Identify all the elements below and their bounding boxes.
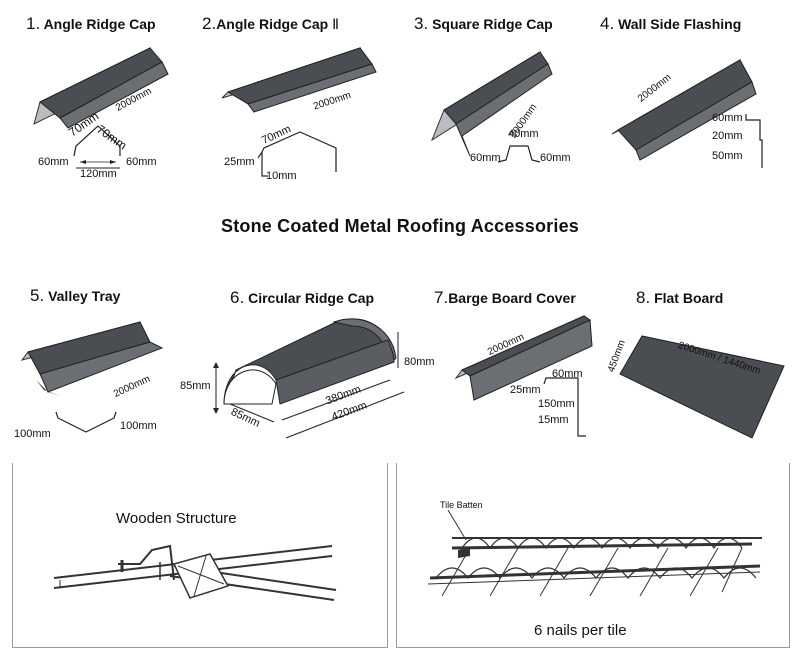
wooden-structure-drawing (53, 544, 337, 601)
tile-batten-drawing (427, 509, 762, 597)
item-6-title: 6. Circular Ridge Cap (230, 288, 374, 308)
item-7-number: 7. (434, 288, 449, 307)
page-heading: Stone Coated Metal Roofing Accessories (220, 216, 579, 236)
item-6-name: Circular Ridge Cap (248, 290, 375, 306)
item-1-lip-a: 60mm (38, 156, 69, 168)
item-7-face: 150mm (538, 398, 575, 410)
item-1-name: Angle Ridge Cap (43, 16, 156, 32)
item-6-height: 85mm (180, 380, 211, 392)
item-6-end: 80mm (404, 356, 435, 368)
wooden-structure-caption: Wooden Structure (116, 510, 237, 527)
item-1-base: 120mm (80, 168, 117, 180)
angle-ridge-cap-2-drawing (221, 47, 377, 177)
item-7-title: 7.Barge Board Cover (434, 288, 576, 308)
item-1-title: 1. Angle Ridge Cap (26, 14, 156, 34)
item-3-lip-a: 60mm (470, 152, 501, 164)
circular-ridge-cap-drawing (213, 318, 405, 439)
item-4-b: 20mm (712, 130, 743, 142)
wall-side-flashing-drawing (611, 58, 763, 168)
nails-per-tile-caption: 6 nails per tile (534, 622, 627, 639)
item-3-number: 3. (414, 14, 429, 33)
item-8-name: Flat Board (654, 290, 724, 306)
flat-board-drawing (619, 335, 785, 439)
item-3-title: 3. Square Ridge Cap (414, 14, 553, 34)
angle-ridge-cap-drawing (33, 46, 169, 169)
item-2-lip: 25mm (224, 156, 255, 168)
item-8-title: 8. Flat Board (636, 288, 723, 308)
item-1-lip-b: 60mm (126, 156, 157, 168)
item-4-name: Wall Side Flashing (618, 16, 742, 32)
item-7-top: 60mm (552, 368, 583, 380)
item-2-number: 2. (202, 14, 217, 33)
item-4-c: 50mm (712, 150, 743, 162)
item-5-a: 100mm (14, 428, 51, 440)
item-5-title: 5. Valley Tray (30, 286, 120, 306)
item-7-name: Barge Board Cover (448, 290, 576, 306)
item-7-lip: 25mm (510, 384, 541, 396)
tile-batten-label: Tile Batten (440, 500, 483, 510)
item-8-number: 8. (636, 288, 651, 307)
item-1-number: 1. (26, 14, 41, 33)
item-4-title: 4. Wall Side Flashing (600, 14, 741, 34)
item-2-suffix: Ⅱ (332, 16, 339, 32)
square-ridge-cap-drawing (430, 50, 553, 163)
item-2-tail: 10mm (266, 170, 297, 182)
tile-batten-panel (396, 463, 790, 648)
item-2-title: 2.Angle Ridge Cap Ⅱ (202, 14, 339, 34)
item-6-number: 6. (230, 288, 245, 307)
item-3-lip-b: 60mm (540, 152, 571, 164)
item-5-number: 5. (30, 286, 45, 305)
item-7-tail: 15mm (538, 414, 569, 426)
item-5-name: Valley Tray (48, 288, 121, 304)
item-4-number: 4. (600, 14, 615, 33)
item-3-name: Square Ridge Cap (432, 16, 553, 32)
item-3-top: 40mm (508, 128, 539, 140)
wooden-structure-panel (12, 463, 388, 648)
barge-board-cover-drawing (454, 315, 593, 437)
valley-tray-drawing (20, 321, 164, 433)
item-2-name: Angle Ridge Cap (216, 16, 329, 32)
item-5-b: 100mm (120, 420, 157, 432)
item-4-a: 60mm (712, 112, 743, 124)
